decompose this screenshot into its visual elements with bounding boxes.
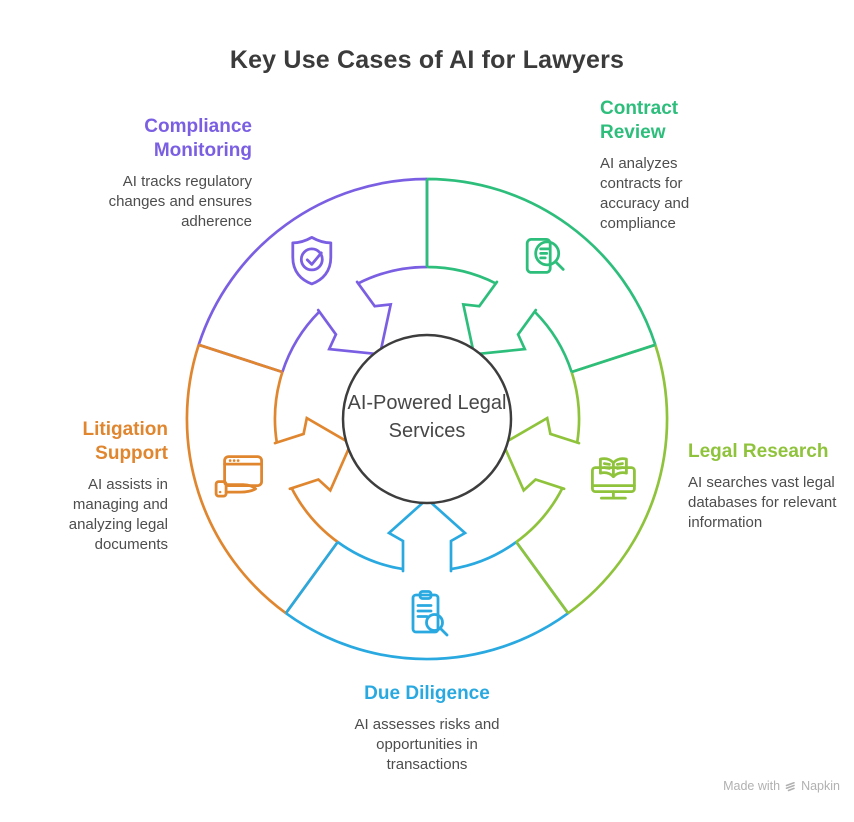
segment-arrow-litigation-support — [273, 415, 353, 493]
segment-description-litigation-support: AI assists in managing and analyzing leg… — [68, 475, 168, 553]
segment-text-contract-review: Contract Review AI analyzes contracts fo… — [600, 97, 718, 234]
window-gavel-icon — [214, 455, 264, 498]
segment-arrow-contract-review — [461, 280, 538, 356]
document-search-icon — [525, 237, 565, 274]
segment-arrow-legal-research — [501, 415, 581, 493]
segment-description-legal-research: AI searches vast legal databases for rel… — [688, 473, 837, 531]
watermark-prefix: Made with — [723, 779, 781, 793]
segment-label-litigation-support: Litigation Support — [82, 419, 168, 464]
segment-text-due-diligence: Due Diligence AI assesses risks and oppo… — [337, 682, 517, 775]
book-monitor-icon — [591, 457, 636, 500]
segment-description-contract-review: AI analyzes contracts for accuracy and c… — [600, 154, 690, 232]
segment-description-due-diligence: AI assesses risks and opportunities in t… — [354, 715, 500, 773]
segment-arrow-due-diligence — [386, 497, 468, 573]
watermark-brand: Napkin — [801, 779, 840, 793]
segment-arc-contract-review — [425, 177, 657, 374]
clipboard-search-icon — [411, 590, 449, 637]
segment-label-compliance-monitoring: Compliance Monitoring — [144, 116, 252, 161]
segment-label-legal-research: Legal Research — [688, 441, 829, 462]
segment-arrow-compliance-monitoring — [316, 280, 393, 356]
center-circle-label: AI-Powered Legal Services — [347, 392, 507, 442]
shield-check-icon — [291, 235, 333, 286]
napkin-logo-icon — [785, 781, 795, 791]
page-title: Key Use Cases of AI for Lawyers — [229, 46, 625, 74]
segment-description-compliance-monitoring: AI tracks regulatory changes and ensures… — [108, 172, 252, 230]
segment-text-litigation-support: Litigation Support AI assists in managin… — [42, 418, 168, 555]
segment-label-due-diligence: Due Diligence — [364, 683, 490, 704]
center-circle — [341, 333, 513, 505]
segment-arc-due-diligence — [284, 540, 570, 661]
segment-text-legal-research: Legal Research AI searches vast legal da… — [688, 440, 842, 533]
segment-text-compliance-monitoring: Compliance Monitoring AI tracks regulato… — [86, 115, 252, 232]
segment-label-contract-review: Contract Review — [600, 98, 679, 143]
napkin-watermark[interactable]: Made with Napkin — [723, 779, 840, 793]
